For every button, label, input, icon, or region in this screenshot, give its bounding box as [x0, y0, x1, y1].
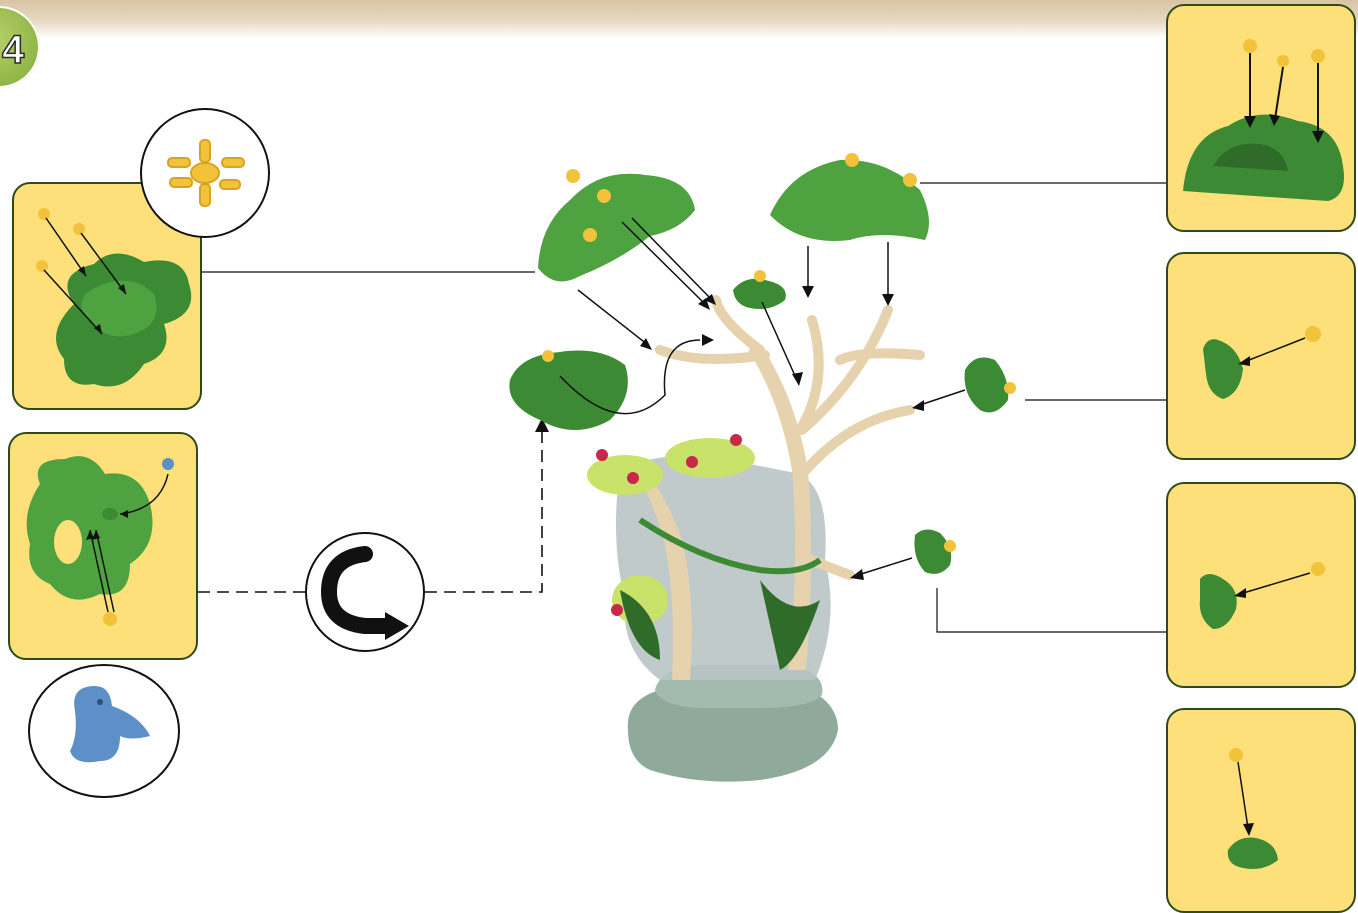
- dashed-rotate-path: [198, 430, 542, 592]
